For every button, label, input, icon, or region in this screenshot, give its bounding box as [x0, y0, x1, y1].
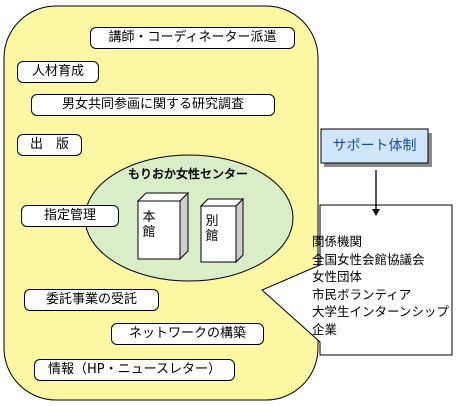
annex-building-shape	[199, 197, 245, 264]
service-training: 人材育成	[17, 61, 99, 83]
partner-item: 関係機関	[312, 234, 363, 249]
service-commissioned-work: 委託事業の受託	[24, 289, 159, 311]
annex-building-label: 別館	[202, 214, 222, 244]
service-dispatch: 講師・コーディネーター派遣	[90, 27, 295, 49]
service-networking: ネットワークの構築	[111, 323, 264, 345]
partners-callout	[261, 204, 453, 356]
partner-item: 企業	[312, 321, 338, 337]
support-arrowhead	[372, 209, 380, 216]
support-label: サポート体制	[332, 138, 417, 154]
annex-building-text: 別館	[205, 214, 219, 244]
partner-item: 全国女性会館協議会	[312, 251, 425, 267]
service-publishing: 出 版	[17, 134, 82, 156]
partners-list: 関係機関 全国女性会館協議会 女性団体 市民ボランティア 大学生インターンシップ…	[312, 233, 458, 338]
main-building-label: 本館	[139, 210, 159, 240]
partner-item: 市民ボランティア	[312, 286, 412, 302]
service-information: 情報（HP・ニュースレター）	[34, 359, 235, 381]
support-box	[320, 128, 429, 164]
main-building-text: 本館	[142, 210, 156, 240]
main-building-shape	[136, 191, 190, 261]
partner-item: 女性団体	[312, 269, 363, 284]
partner-item: 大学生インターンシップ	[312, 304, 449, 319]
center-title: もりおか女性センター	[127, 167, 248, 181]
service-designated-management: 指定管理	[21, 205, 119, 227]
service-research: 男女共同参画に関する研究調査	[31, 94, 275, 116]
